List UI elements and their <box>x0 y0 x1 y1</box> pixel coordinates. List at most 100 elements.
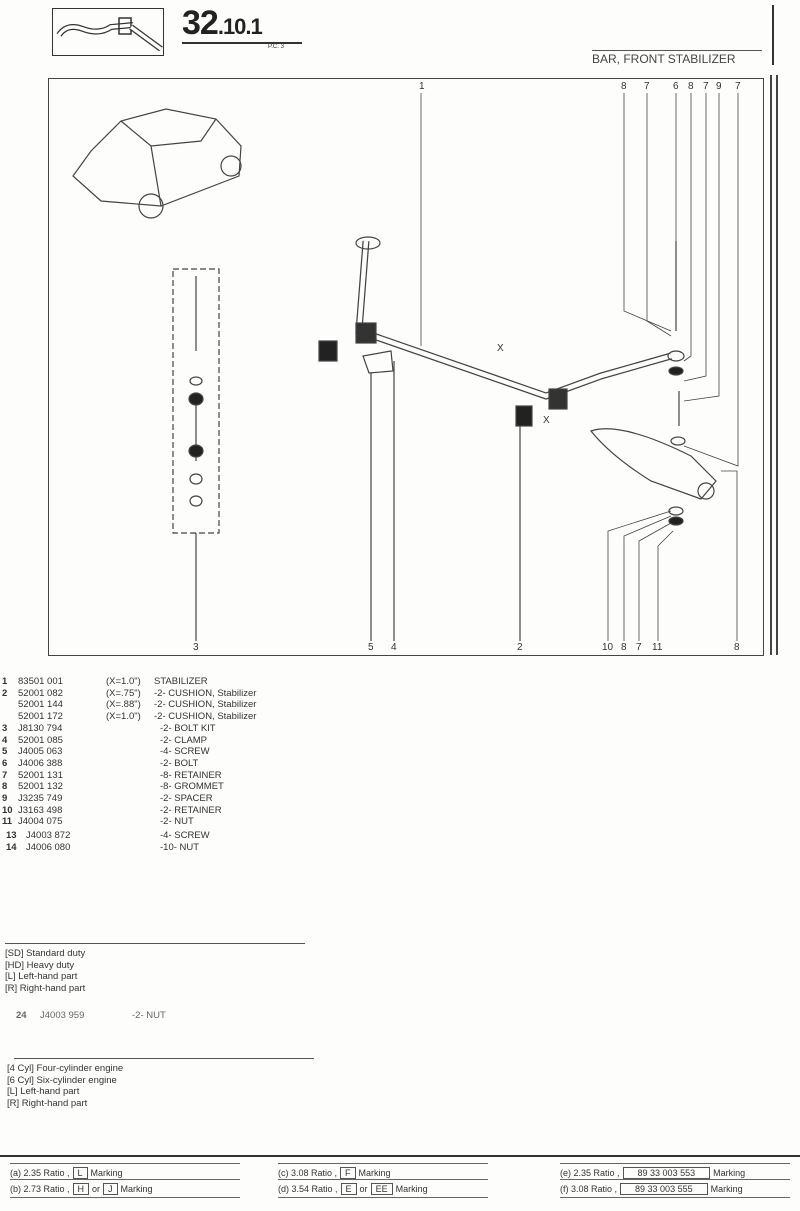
dimension: (X=1.0") <box>106 676 141 687</box>
section-number: 32.10.1 <box>182 4 263 42</box>
part-desc: -2- CLAMP <box>160 734 207 746</box>
ratio-label: (d) 3.54 Ratio , <box>278 1183 338 1194</box>
part-row: 2 52001 082 (X=.75") -2- CUSHION, Stabilize… <box>2 688 256 700</box>
ratio-label: (a) 2.35 Ratio , <box>10 1167 70 1178</box>
marking-label: Marking <box>713 1167 746 1178</box>
section-underline <box>182 42 302 44</box>
part-number: 52001 082 <box>18 687 63 699</box>
part-number: J8130 794 <box>18 722 63 734</box>
divider <box>278 1197 488 1198</box>
exploded-diagram: X X 1 8 7 6 8 7 9 7 3 5 4 2 10 8 7 11 8 <box>48 78 764 656</box>
ratio-label: (f) 3.08 Ratio , <box>560 1183 618 1194</box>
part-row-24: 24 J4003 959 -2- NUT <box>16 1010 166 1021</box>
legend-item: [R] Right-hand part <box>7 1097 88 1109</box>
part-num: 6 <box>2 757 8 769</box>
marking-code: L <box>72 1166 88 1179</box>
marking-label: Marking <box>395 1183 428 1194</box>
divider <box>10 1179 240 1180</box>
callout: 1 <box>419 81 425 92</box>
callout: 4 <box>391 642 397 653</box>
part-num: 5 <box>2 746 8 758</box>
callout: 7 <box>644 81 650 92</box>
part-desc: -2- RETAINER <box>160 804 222 816</box>
marking-code: EE <box>370 1182 393 1195</box>
marking-code: E <box>340 1182 357 1195</box>
part-desc: STABILIZER <box>154 676 208 687</box>
part-num: 11 <box>2 816 13 828</box>
callout: 2 <box>517 642 523 653</box>
marking-code: F <box>340 1166 356 1179</box>
part-desc: -2- CUSHION, Stabilizer <box>154 699 257 711</box>
part-num: 2 <box>2 687 8 699</box>
marking-code: 89 33 003 553 <box>622 1166 711 1179</box>
legend-item: [R] Right-hand part <box>5 982 86 994</box>
pc-label: P.C. 3 <box>268 44 284 50</box>
or-text: or <box>92 1183 101 1194</box>
dimension: (X=1.0") <box>106 711 141 723</box>
marking-label: Marking <box>358 1167 391 1178</box>
marking-label: Marking <box>120 1183 153 1194</box>
dimension <box>106 746 154 758</box>
part-num: 7 <box>2 769 8 781</box>
bottom-rule <box>0 1155 800 1157</box>
part-number: J3163 498 <box>18 804 63 816</box>
part-number: 83501 001 <box>18 676 63 687</box>
legend-duty: [SD] Standard duty [HD] Heavy duty [L] L… <box>5 948 85 994</box>
legend-item: [4 Cyl] Four-cylinder engine <box>7 1063 124 1074</box>
part-desc: -2- BOLT <box>160 757 199 769</box>
part-number: 52001 131 <box>18 769 63 781</box>
parts-list: 1 83501 001 (X=1.0") STABILIZER 2 52001 082 (X… <box>2 676 256 854</box>
part-desc: -2- NUT <box>132 1010 166 1021</box>
callout: 7 <box>703 81 709 92</box>
callout: 11 <box>652 642 663 653</box>
part-number: J4003 872 <box>26 830 71 842</box>
dimension <box>106 758 154 770</box>
callout: 8 <box>621 642 627 653</box>
divider <box>560 1163 790 1164</box>
callout: 5 <box>368 642 374 653</box>
dimension: (X=.88") <box>106 699 141 711</box>
part-num: 1 <box>2 676 8 687</box>
dimension: (X=.75") <box>106 687 141 699</box>
part-num: 14 <box>6 841 17 853</box>
dimension <box>106 793 154 805</box>
legend-engine: [4 Cyl] Four-cylinder engine [6 Cyl] Six… <box>7 1063 123 1109</box>
title-rule <box>592 50 762 51</box>
legend-item: [L] Left-hand part <box>7 1086 80 1097</box>
part-num: 3 <box>2 722 8 734</box>
divider <box>560 1197 790 1198</box>
part-number: J4006 080 <box>26 841 71 853</box>
dimension <box>106 805 154 817</box>
part-row: 1 83501 001 (X=1.0") STABILIZER <box>2 676 256 688</box>
dimension <box>106 816 154 828</box>
divider <box>10 1163 240 1164</box>
part-row: 52001 144(X=.88")-2- CUSHION, Stabilizer <box>2 699 256 711</box>
ratio-label: (e) 2.35 Ratio , <box>560 1167 620 1178</box>
part-num: 8 <box>2 781 8 793</box>
part-desc: -2- CUSHION, Stabilizer <box>154 687 257 699</box>
part-number: 52001 132 <box>18 781 63 793</box>
margin-bar <box>770 75 772 655</box>
callout: 3 <box>193 642 199 653</box>
marking-code: J <box>103 1182 118 1195</box>
dimension <box>106 770 154 782</box>
stabilizer-thumbnail-icon <box>52 8 164 56</box>
part-num <box>2 711 18 723</box>
part-num <box>2 699 18 711</box>
callout: 7 <box>735 81 741 92</box>
legend-item: [L] Left-hand part <box>5 971 78 982</box>
part-num: 4 <box>2 734 8 746</box>
